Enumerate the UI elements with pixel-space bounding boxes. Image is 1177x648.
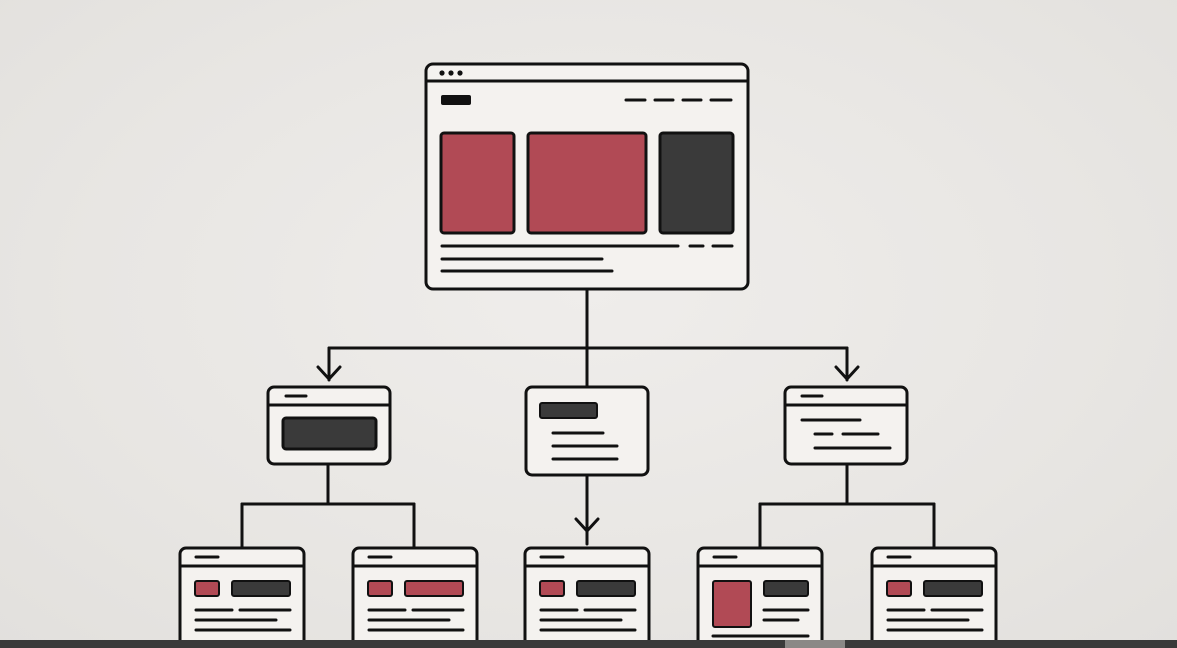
window-dots-icon: [439, 70, 463, 76]
hero-card-left: [439, 131, 516, 235]
leaf-page-2: [351, 546, 479, 648]
root-page-wireframe: [424, 62, 750, 291]
text-lines: [440, 244, 734, 273]
left-arrow-icon: [316, 365, 342, 381]
text-lines: [800, 418, 892, 450]
leaf-page-5: [870, 546, 998, 648]
leaf-page-4: [696, 546, 824, 648]
dark-banner-block: [281, 416, 378, 451]
connector-lines: [240, 288, 936, 550]
leaf-page-1: [178, 546, 306, 648]
heading-block: [539, 402, 598, 419]
scrollbar-thumb[interactable]: [785, 640, 845, 648]
hero-card-center: [526, 131, 648, 235]
right-arrow-icon: [834, 365, 860, 381]
leaf-page-3: [523, 546, 651, 648]
logo-block: [441, 95, 471, 105]
section-page-right: [783, 385, 909, 466]
section-page-left: [266, 385, 392, 466]
hero-card-right: [658, 131, 735, 235]
center-arrow-icon: [574, 517, 600, 533]
bottom-scrollbar[interactable]: [0, 640, 1177, 648]
text-lines: [551, 431, 619, 461]
section-page-center: [524, 385, 650, 477]
